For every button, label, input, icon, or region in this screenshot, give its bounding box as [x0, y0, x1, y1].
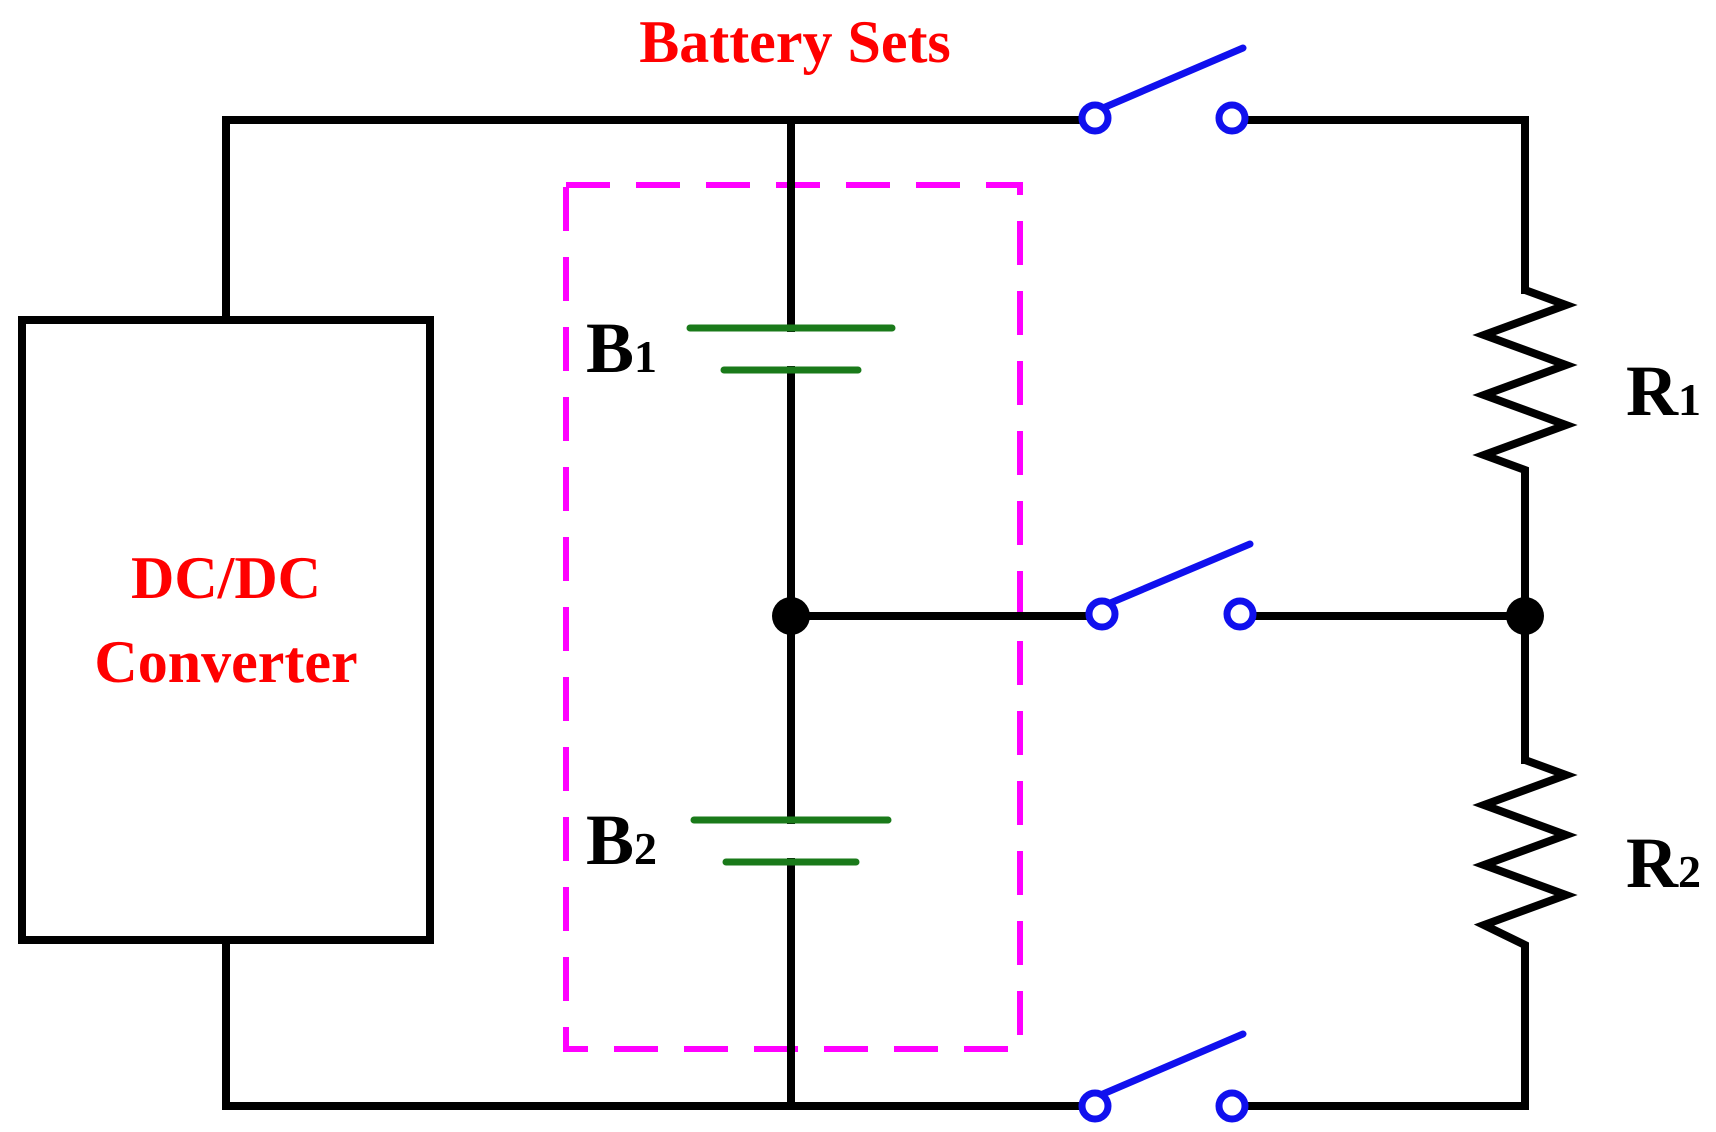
resistor-r1-label: R1 [1626, 351, 1701, 431]
junction-node-battery-midpoint [772, 597, 810, 635]
switch-icon-top [1078, 44, 1249, 135]
switch-middle-terminal-right [1223, 597, 1257, 631]
wires [222, 116, 1529, 1110]
switch-bottom-blade [1099, 1030, 1247, 1098]
switch-icon-middle [1085, 540, 1257, 631]
bottom-rail-wire [222, 936, 1087, 1110]
switch-icon-bottom [1078, 1030, 1249, 1123]
switch-bottom-terminal-left [1078, 1089, 1112, 1123]
battery-sets-title: Battery Sets [639, 9, 951, 75]
switch-top-blade [1099, 44, 1247, 112]
battery-b1 [686, 324, 896, 374]
resistor-r2-label: R2 [1626, 823, 1701, 903]
switch-top-terminal-left [1078, 101, 1112, 135]
switch-top-terminal-right [1215, 101, 1249, 135]
battery-b1-label: B1 [586, 308, 657, 388]
resistor-r2 [1472, 756, 1578, 960]
right-top-wire [1228, 116, 1529, 294]
junction-node-resistor-midpoint [1506, 597, 1544, 635]
right-bottom-wire [1228, 956, 1529, 1110]
switch-middle-blade [1104, 540, 1254, 608]
top-rail-wire [222, 116, 1086, 324]
switch-bottom-terminal-right [1215, 1089, 1249, 1123]
resistor-r1 [1472, 286, 1578, 492]
battery-b2-label: B2 [586, 800, 657, 880]
converter-label-line1: DC/DC [131, 545, 321, 611]
converter-label-line2: Converter [94, 629, 357, 695]
battery-b2 [690, 816, 892, 866]
switch-middle-terminal-left [1085, 597, 1119, 631]
